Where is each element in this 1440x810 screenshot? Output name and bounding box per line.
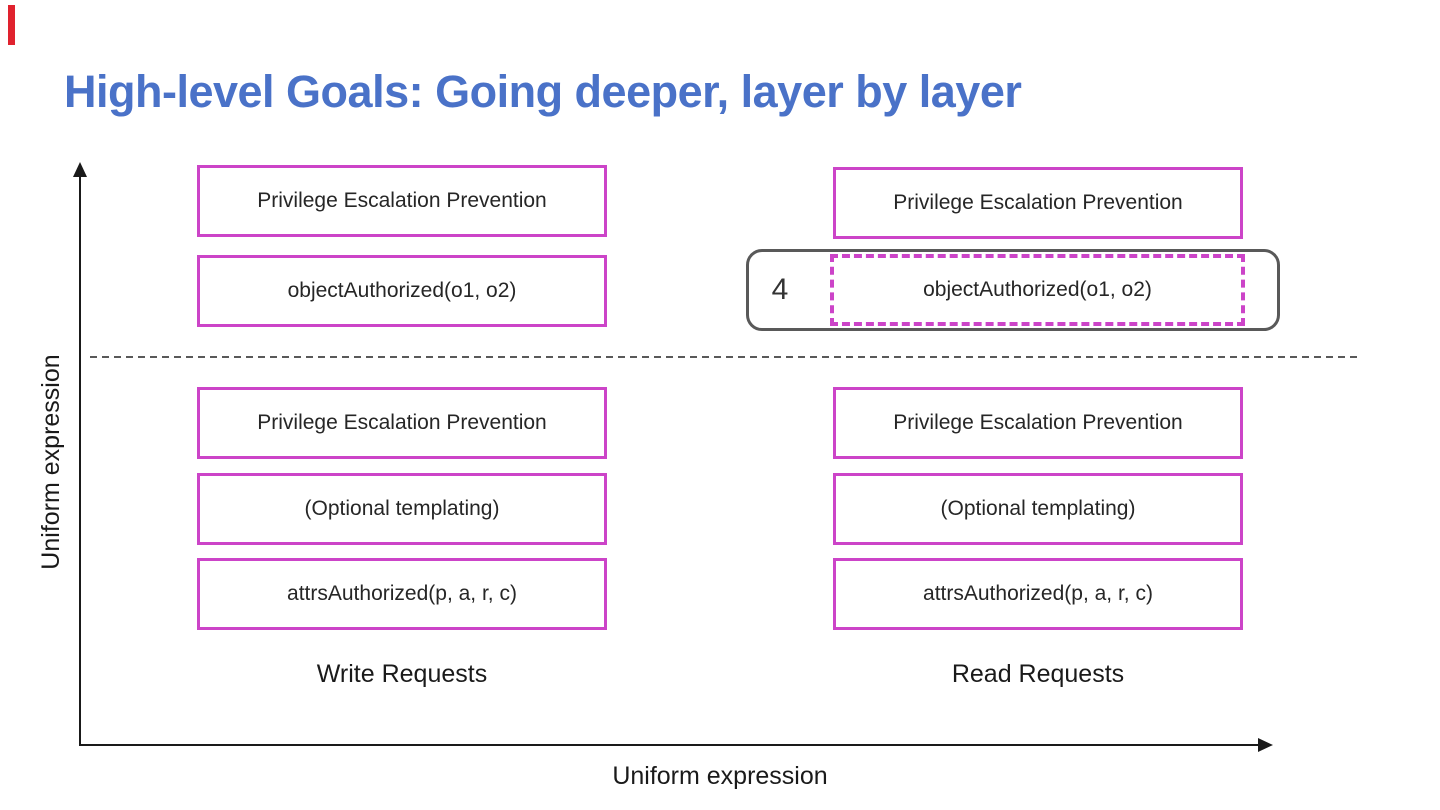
write-requests-label: Write Requests [316,660,488,688]
step-number: 4 [771,273,789,306]
x-axis [79,744,1261,746]
slide-title: High-level Goals: Going deeper, layer by… [64,66,1022,118]
y-axis [79,172,81,746]
privilege-escalation-box-write-lower: Privilege Escalation Prevention [197,387,607,459]
x-axis-label: Uniform expression [612,762,828,790]
attrs-authorized-box-write: attrsAuthorized(p, a, r, c) [197,558,607,630]
y-axis-label: Uniform expression [37,354,65,570]
section-divider [90,356,1362,358]
object-authorized-box-read-highlighted: objectAuthorized(o1, o2) [830,254,1245,326]
read-requests-label: Read Requests [951,660,1125,688]
optional-templating-box-read: (Optional templating) [833,473,1243,545]
object-authorized-box-write: objectAuthorized(o1, o2) [197,255,607,327]
privilege-escalation-box-read-lower: Privilege Escalation Prevention [833,387,1243,459]
privilege-escalation-box-read-upper: Privilege Escalation Prevention [833,167,1243,239]
privilege-escalation-box-write-upper: Privilege Escalation Prevention [197,165,607,237]
x-axis-arrowhead-icon [1258,738,1273,752]
y-axis-arrowhead-icon [73,162,87,177]
red-accent-bar [8,5,15,45]
attrs-authorized-box-read: attrsAuthorized(p, a, r, c) [833,558,1243,630]
optional-templating-box-write: (Optional templating) [197,473,607,545]
